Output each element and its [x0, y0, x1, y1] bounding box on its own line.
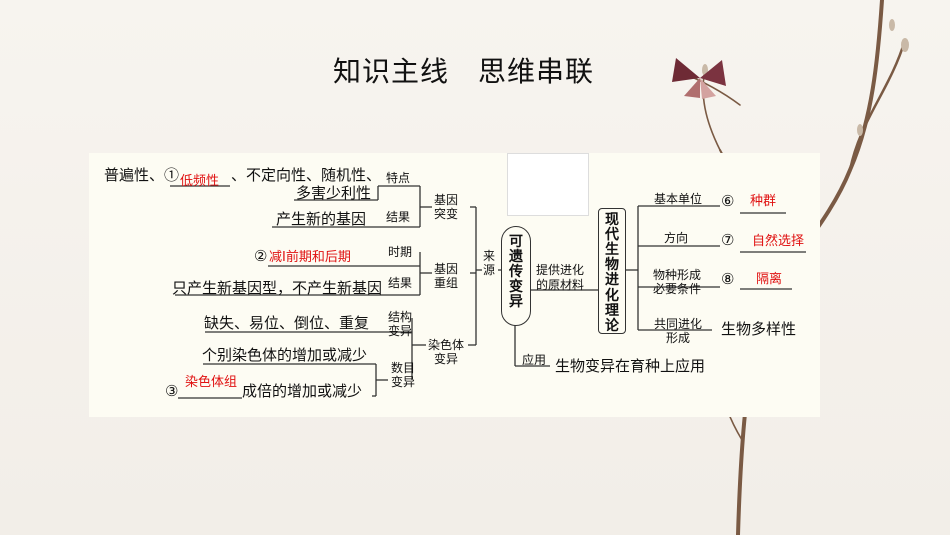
biodiversity-text: 生物多样性: [721, 320, 797, 338]
gene-recombination-node: 基因 重组: [434, 262, 459, 291]
heritable-variation-node: 可遗传变异: [501, 226, 531, 326]
gene-mutation-node: 基因 突变: [434, 193, 459, 222]
individual-chromosome-text: 个别染色体的增加或减少: [202, 346, 368, 364]
mutation-result-label: 结果: [386, 210, 411, 224]
number-variation-label: 数目 变异: [391, 361, 416, 389]
answer-8: 隔离: [756, 272, 783, 287]
answer-2: 减Ⅰ前期和后期: [269, 250, 351, 265]
concept-map: [89, 153, 820, 417]
mutation-feature-label: 特点: [386, 171, 411, 185]
answer-6: 种群: [750, 194, 777, 209]
application-text: 生物变异在育种上应用: [555, 357, 706, 375]
mutation-line1-suffix: 、不定向性、随机性、: [231, 166, 382, 184]
question-3-number: ③: [165, 382, 179, 400]
chromosome-set-text: 成倍的增加或减少: [242, 382, 363, 400]
answer-1: 低频性: [180, 174, 220, 189]
question-6-number: ⑥: [721, 192, 735, 210]
recombination-result-text: 只产生新基因型，不产生新基因: [172, 279, 383, 297]
structure-variation-text: 缺失、易位、倒位、重复: [204, 314, 370, 332]
chromosome-variation-node: 染色体 变异: [428, 338, 465, 367]
blank-box: [507, 153, 589, 216]
direction-label: 方向: [664, 231, 689, 245]
source-label: 来 源: [483, 249, 496, 278]
page-title: 知识主线 思维串联: [333, 55, 595, 88]
question-7-number: ⑦: [721, 231, 735, 249]
answer-3: 染色体组: [185, 375, 238, 390]
basic-unit-label: 基本单位: [654, 192, 703, 206]
mutation-result-text: 产生新的基因: [276, 210, 367, 228]
mutation-line1-prefix: 普遍性、①: [104, 166, 180, 184]
mutation-line2: 多害少利性: [296, 184, 372, 202]
coevolution-label: 共同进化 形成: [654, 317, 703, 346]
application-label: 应用: [522, 353, 547, 367]
butterfly-icon: [672, 58, 726, 99]
provide-material-label: 提供进化 的原材料: [536, 263, 585, 292]
speciation-label: 物种形成 必要条件: [653, 268, 702, 297]
recombination-period-label: 时期: [388, 245, 413, 259]
question-8-number: ⑧: [721, 270, 735, 288]
recombination-result-label: 结果: [388, 276, 413, 290]
answer-7: 自然选择: [752, 234, 805, 249]
structure-variation-label: 结构 变异: [388, 310, 413, 338]
question-2-number: ②: [254, 247, 268, 265]
evolution-theory-node: 现代生物进化理论: [598, 208, 626, 334]
